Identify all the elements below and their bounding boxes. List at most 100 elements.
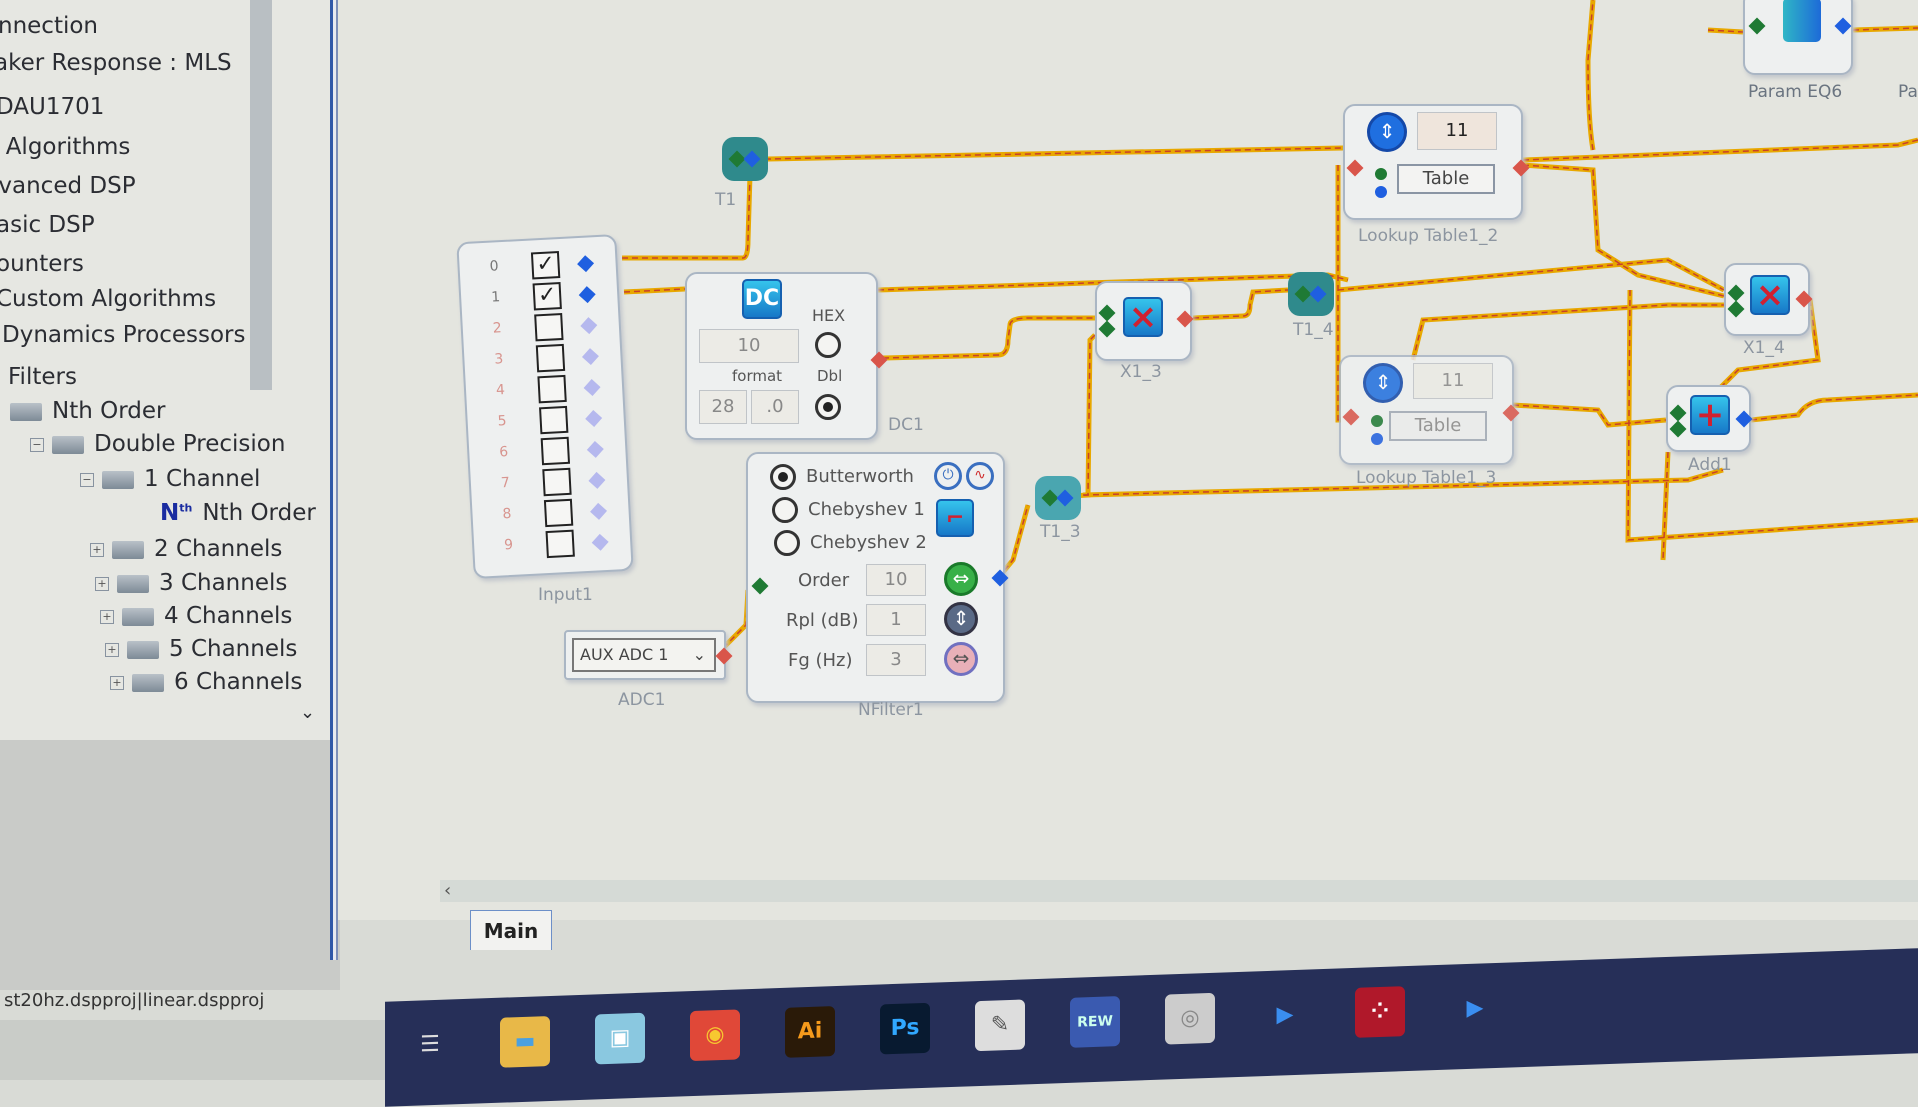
wire[interactable] — [1037, 333, 1097, 501]
tree-item[interactable]: Dynamics Processors — [2, 322, 246, 348]
channel-checkbox[interactable] — [542, 467, 572, 497]
wire[interactable] — [1337, 257, 1726, 293]
format-frac-field[interactable]: .0 — [751, 390, 799, 424]
channel-checkbox[interactable] — [537, 374, 567, 404]
power-icon[interactable]: ⏻ — [934, 462, 962, 490]
tree-item[interactable]: +5 Channels — [105, 636, 297, 662]
filter-input-pin[interactable] — [751, 577, 769, 595]
wire[interactable] — [1717, 299, 1819, 391]
panel-splitter[interactable] — [330, 0, 338, 960]
wire[interactable] — [1522, 164, 1725, 297]
channel-output-pin[interactable] — [581, 348, 599, 366]
taskbar-ai-icon[interactable]: Ai — [785, 1006, 835, 1058]
up-down-icon[interactable]: ⇕ — [1363, 363, 1403, 403]
tree-item[interactable]: nnection — [0, 13, 98, 39]
tree-item[interactable]: +2 Channels — [90, 536, 282, 562]
channel-checkbox[interactable] — [540, 436, 571, 466]
channel-checkbox[interactable] — [545, 529, 575, 559]
wire[interactable] — [1750, 392, 1918, 423]
wire[interactable] — [1750, 394, 1918, 421]
expand-icon[interactable]: + — [105, 642, 119, 657]
wire[interactable] — [1587, 0, 1594, 151]
ripple-adjust-icon[interactable]: ⇕ — [944, 602, 978, 636]
canvas-horizontal-scrollbar[interactable]: ‹ — [440, 880, 1918, 902]
wire[interactable] — [1082, 469, 1724, 496]
wire[interactable] — [1662, 451, 1669, 561]
order-field[interactable]: 10 — [866, 564, 926, 596]
tree-scrollbar[interactable] — [250, 0, 272, 390]
channel-output-pin[interactable] — [583, 379, 601, 396]
taskbar-notepad-icon[interactable]: ✎ — [975, 999, 1025, 1052]
wire[interactable] — [1627, 289, 1918, 541]
dbl-radio[interactable] — [815, 394, 841, 420]
taskbar-ps-icon[interactable]: Ps — [880, 1002, 930, 1055]
adc-select[interactable]: AUX ADC 1⌄ — [572, 638, 716, 672]
taskbar-file-explorer-icon[interactable]: ▬ — [500, 1016, 550, 1068]
scroll-down-icon[interactable]: ⌄ — [300, 702, 316, 723]
multiply-block-x1-4[interactable]: × — [1724, 263, 1813, 336]
wire[interactable] — [997, 504, 1029, 579]
channel-output-pin[interactable] — [591, 533, 609, 551]
wire[interactable] — [1337, 259, 1725, 291]
collapse-icon[interactable]: − — [30, 437, 44, 452]
chebyshev2-radio[interactable] — [774, 530, 800, 556]
taskbar-rew-icon[interactable]: REW — [1070, 996, 1120, 1048]
tree-item[interactable]: asic DSP — [0, 212, 95, 238]
add-block[interactable]: + — [1666, 385, 1753, 452]
tab-main[interactable]: Main — [470, 910, 552, 950]
fg-adjust-icon[interactable]: ⇔ — [944, 642, 978, 676]
channel-checkbox[interactable] — [535, 343, 566, 373]
butterworth-radio[interactable] — [770, 464, 796, 490]
hex-radio[interactable] — [815, 332, 841, 358]
taskbar-arrow-icon[interactable]: ▶ — [1276, 1002, 1294, 1028]
lookup-table-1-3[interactable]: ⇕ 11 Table — [1339, 355, 1520, 465]
channel-output-pin[interactable] — [586, 440, 604, 458]
tree-item[interactable]: lvanced DSP — [0, 173, 136, 199]
channel-checkbox[interactable]: ✓ — [532, 282, 562, 311]
wire[interactable] — [1512, 404, 1667, 426]
expand-icon[interactable]: + — [100, 609, 114, 624]
channel-output-pin[interactable] — [588, 471, 606, 489]
chebyshev1-radio[interactable] — [772, 497, 798, 523]
tree-item[interactable]: +4 Channels — [100, 603, 292, 629]
tree-item[interactable]: −1 Channel — [80, 466, 260, 492]
wire[interactable] — [1037, 334, 1096, 499]
dc-block[interactable]: DC 10 HEX format Dbl 28 .0 — [685, 272, 888, 440]
tree-item[interactable]: DAU1701 — [0, 94, 104, 120]
sine-icon[interactable]: ∿ — [966, 462, 994, 490]
taskbar-chrome-icon[interactable]: ◉ — [690, 1009, 740, 1062]
wire[interactable] — [1522, 137, 1918, 163]
expand-icon[interactable]: + — [90, 542, 104, 557]
tree-item[interactable]: +3 Channels — [95, 570, 287, 596]
taskbar-task-view-icon[interactable]: ☰ — [420, 1031, 440, 1058]
taskbar-arrow-icon[interactable]: ▶ — [1466, 995, 1484, 1021]
channel-output-pin[interactable] — [580, 317, 598, 335]
taskbar-control-panel-icon[interactable]: ▣ — [595, 1012, 645, 1065]
tree-item[interactable]: Filters — [8, 364, 77, 390]
wire[interactable] — [882, 315, 1095, 361]
lut-1-3-value[interactable]: 11 — [1413, 363, 1493, 399]
wire[interactable] — [1852, 27, 1918, 31]
lut-1-2-value[interactable]: 11 — [1417, 112, 1497, 150]
wire[interactable] — [1192, 289, 1289, 319]
channel-checkbox[interactable] — [534, 312, 564, 342]
wire[interactable] — [1707, 29, 1744, 33]
wire[interactable] — [1337, 165, 1341, 421]
order-adjust-icon[interactable]: ⇔ — [944, 562, 978, 596]
ripple-field[interactable]: 1 — [866, 604, 926, 636]
wire[interactable] — [623, 288, 686, 293]
tree-item[interactable]: +6 Channels — [110, 669, 302, 695]
t1-3-node[interactable] — [1035, 476, 1081, 520]
channel-output-pin[interactable] — [577, 255, 595, 273]
tree-item[interactable]: Custom Algorithms — [0, 286, 216, 312]
lut-1-3-table-button[interactable]: Table — [1389, 411, 1487, 441]
taskbar-sigmastudio-icon[interactable]: ⁘ — [1355, 986, 1405, 1038]
multiply-block-x1-3[interactable]: × — [1095, 281, 1194, 361]
tree-item[interactable]: l Algorithms — [0, 134, 130, 160]
t1-node[interactable] — [722, 137, 768, 181]
channel-output-pin[interactable] — [585, 409, 603, 427]
wire[interactable] — [882, 317, 1095, 359]
